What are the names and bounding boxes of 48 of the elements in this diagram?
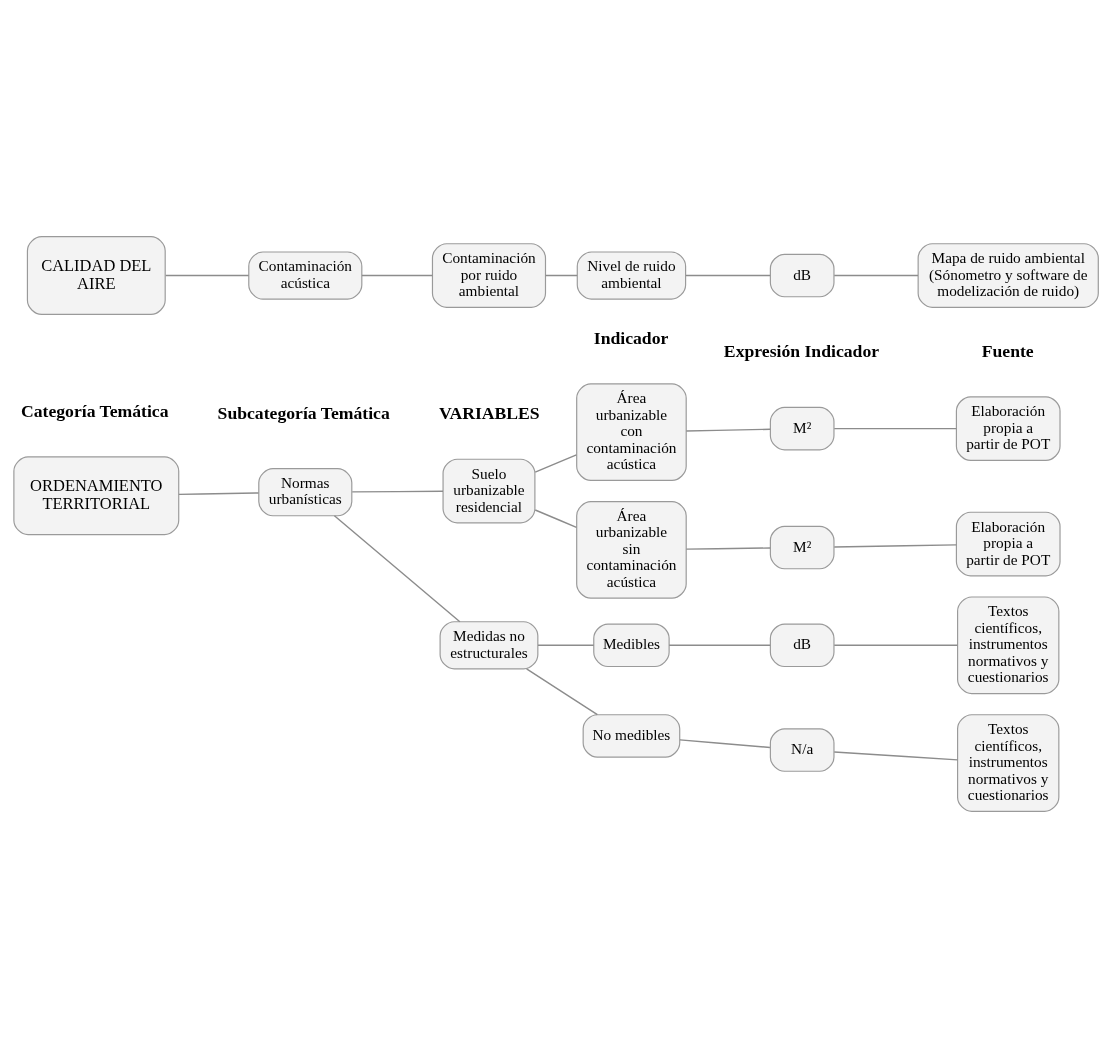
connector xyxy=(679,738,771,748)
node-box: Área urbanizable con contaminación acústica xyxy=(576,382,687,481)
connector xyxy=(544,274,578,276)
node-box: Medibles xyxy=(593,623,670,667)
connector xyxy=(534,508,578,528)
label: Expresión Indicador xyxy=(723,340,880,361)
node-box: Elaboración propia a partir de POT xyxy=(955,511,1061,576)
connector xyxy=(668,644,771,646)
node-box: dB xyxy=(769,623,835,667)
connector xyxy=(685,428,771,432)
label: Fuente xyxy=(981,340,1034,361)
connector xyxy=(525,667,599,715)
connector xyxy=(833,427,958,429)
connector xyxy=(537,644,595,646)
node-box: Textos científicos, instrumentos normativos y cuestionarios xyxy=(957,595,1060,694)
connector xyxy=(351,490,444,493)
label: Categoría Temática xyxy=(20,400,169,421)
connector xyxy=(833,644,959,646)
node-box: Mapa de ruido ambiental (Sónometro y software de modelización de ruido) xyxy=(917,242,1099,308)
node-box: Contaminación acústica xyxy=(248,250,363,300)
node-box: Contaminación por ruido ambiental xyxy=(431,242,547,308)
connector xyxy=(685,546,771,550)
node-box: M² xyxy=(769,525,835,569)
connector xyxy=(534,453,578,473)
connector xyxy=(833,543,958,548)
node-box: No medibles xyxy=(582,713,681,758)
node-box: Elaboración propia a partir de POT xyxy=(955,395,1061,461)
connector xyxy=(165,274,250,276)
node-box: dB xyxy=(769,253,835,297)
node-box: Textos científicos, instrumentos normativos y cuestionarios xyxy=(957,713,1060,812)
node-box: N/a xyxy=(769,727,835,772)
label: Subcategoría Temática xyxy=(217,402,390,423)
node-box: CALIDAD DEL AIRE xyxy=(26,235,166,315)
node-box: Medidas no estructurales xyxy=(439,620,539,669)
connector xyxy=(333,514,461,622)
connector xyxy=(833,750,959,761)
connector xyxy=(685,274,771,276)
node-box: Área urbanizable sin contaminación acústica xyxy=(576,500,687,599)
node-box: M² xyxy=(769,406,835,450)
label: Indicador xyxy=(593,327,669,348)
connector xyxy=(178,491,260,495)
node-box: Normas urbanísticas xyxy=(258,467,353,516)
node-box: Suelo urbanizable residencial xyxy=(442,458,536,523)
connector xyxy=(361,274,434,276)
node-box: ORDENAMIENTO TERRITORIAL xyxy=(13,455,180,535)
node-box: Nivel de ruido ambiental xyxy=(576,250,687,300)
connector xyxy=(833,274,919,276)
label: VARIABLES xyxy=(438,402,540,423)
